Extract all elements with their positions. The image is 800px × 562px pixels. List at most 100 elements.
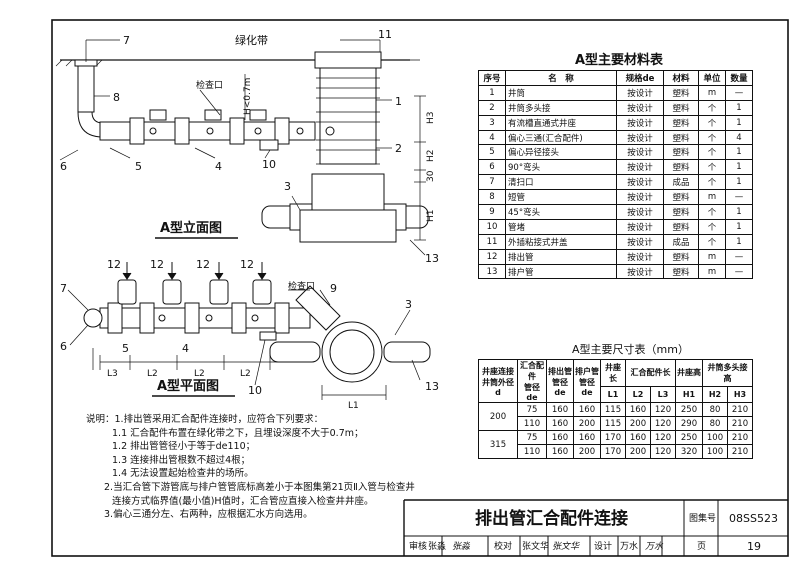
atlas-number: 08SS523 bbox=[729, 512, 778, 525]
dim-l1: L1 bbox=[348, 401, 359, 411]
materials-cell: 1 bbox=[725, 99, 753, 116]
materials-cell: 个 bbox=[698, 174, 726, 191]
dim-col-multi-h: 井筒多头接高 bbox=[702, 359, 753, 387]
dimensions-cell: 160 bbox=[625, 402, 651, 417]
dimensions-cell: 110 bbox=[517, 416, 547, 431]
materials-cell: 45°弯头 bbox=[505, 204, 617, 220]
dimensions-cell: 200 bbox=[573, 444, 601, 459]
notes-block: 说明：1.排出管采用汇合配件连接时，应符合下列要求： 1.1 汇合配件布置在绿化… bbox=[86, 413, 415, 522]
note-line: 说明：1.排出管采用汇合配件连接时，应符合下列要求： bbox=[86, 414, 324, 425]
checker-signature: 张文华 bbox=[552, 541, 580, 552]
dim-30: 30 bbox=[426, 170, 436, 182]
plan-caption: A型平面图 bbox=[157, 378, 219, 394]
materials-cell: 1 bbox=[725, 174, 753, 191]
elevation-caption: A型立面图 bbox=[160, 220, 222, 236]
materials-cell: 4 bbox=[725, 129, 753, 146]
callout-12c: 12 bbox=[196, 258, 210, 271]
dimensions-cell: 120 bbox=[650, 430, 676, 445]
materials-cell: 2 bbox=[478, 99, 506, 116]
materials-cell: 塑料 bbox=[663, 99, 699, 116]
note-line: 1.2 排出管管径小于等于de110； bbox=[112, 441, 256, 453]
callout-2: 2 bbox=[395, 142, 402, 155]
materials-cell: 6 bbox=[478, 159, 506, 176]
materials-cell: 塑料 bbox=[663, 144, 699, 161]
dim-h1: H1 bbox=[426, 210, 436, 223]
materials-cell: 1 bbox=[725, 114, 753, 131]
materials-cell: 按设计 bbox=[616, 144, 664, 161]
materials-cell: 塑料 bbox=[663, 218, 699, 235]
dim-sub-l3: L3 bbox=[650, 385, 676, 404]
dimensions-cell: 110 bbox=[517, 444, 547, 459]
note-line: 2.当汇合管下游管底与排户管管底标高差小于本图集第21页Ⅱ入管与检查井 bbox=[104, 481, 415, 493]
materials-cell: 外插粘接式井盖 bbox=[505, 233, 617, 250]
dimensions-cell: 100 bbox=[702, 430, 728, 445]
dimensions-cell: 210 bbox=[727, 402, 753, 417]
dimensions-cell: 160 bbox=[573, 430, 601, 445]
materials-cell: 个 bbox=[698, 129, 726, 146]
dimensions-cell: 160 bbox=[546, 402, 574, 417]
dimensions-cell: 290 bbox=[675, 416, 703, 431]
materials-cell: 塑料 bbox=[663, 248, 699, 265]
materials-cell: 清扫口 bbox=[505, 174, 617, 191]
materials-cell: 按设计 bbox=[616, 174, 664, 191]
materials-cell: 个 bbox=[698, 144, 726, 161]
dim-col-fitting: 汇合配件管径de bbox=[517, 359, 547, 403]
materials-cell: 1 bbox=[725, 233, 753, 250]
dimensions-header-row-1: 井座连接井筒外径d 汇合配件管径de 排出管管径de 排户管管径de 井座长 汇… bbox=[478, 359, 753, 403]
materials-cell: 塑料 bbox=[663, 204, 699, 220]
dimensions-cell: 210 bbox=[727, 444, 753, 459]
callout-13: 13 bbox=[425, 252, 439, 265]
dim-l2-c: L2 bbox=[240, 369, 251, 379]
materials-col-spec: 规格de bbox=[616, 70, 664, 86]
dimensions-cell: 200 bbox=[478, 402, 518, 431]
dimensions-cell: 315 bbox=[478, 430, 518, 459]
dim-l2-b: L2 bbox=[194, 369, 205, 379]
materials-cell: 按设计 bbox=[616, 233, 664, 250]
dimensions-cell: 210 bbox=[727, 430, 753, 445]
materials-cell: 个 bbox=[698, 114, 726, 131]
frame-border bbox=[51, 19, 789, 557]
inspection-port-plan-label: 检查口 bbox=[288, 280, 315, 292]
materials-cell: 4 bbox=[478, 129, 506, 146]
dimensions-cell: 75 bbox=[517, 430, 547, 445]
note-line: 1.3 连接排出管根数不超过4根； bbox=[112, 454, 251, 466]
materials-col-unit: 单位 bbox=[698, 70, 726, 86]
materials-cell: 1 bbox=[725, 144, 753, 161]
materials-cell: 按设计 bbox=[616, 248, 664, 265]
dim-col-seat-len: 井座长 bbox=[600, 359, 626, 387]
drawing-title: 排出管汇合配件连接 bbox=[475, 508, 628, 529]
reviewer-name: 张淼 bbox=[428, 540, 446, 552]
materials-cell: 13 bbox=[478, 263, 506, 280]
dimensions-cell: 75 bbox=[517, 402, 547, 417]
materials-cell: 塑料 bbox=[663, 263, 699, 280]
materials-cell: 90°弯头 bbox=[505, 159, 617, 176]
materials-cell: 1 bbox=[725, 218, 753, 235]
dimensions-cell: 115 bbox=[600, 416, 626, 431]
materials-cell: 3 bbox=[478, 114, 506, 131]
materials-cell: 按设计 bbox=[616, 129, 664, 146]
note-line: 1.1 汇合配件布置在绿化带之下，且埋设深度不大于0.7m； bbox=[112, 427, 364, 439]
materials-cell: 塑料 bbox=[663, 189, 699, 206]
callout-4: 4 bbox=[215, 160, 222, 173]
materials-cell: 1 bbox=[725, 204, 753, 220]
materials-cell: 偏心异径接头 bbox=[505, 144, 617, 161]
dimensions-cell: 100 bbox=[702, 444, 728, 459]
note-line: 3.偏心三通分左、右两种，应根据汇水方向选用。 bbox=[104, 509, 313, 521]
materials-cell: 塑料 bbox=[663, 114, 699, 131]
callout-10: 10 bbox=[262, 158, 276, 171]
materials-cell: 12 bbox=[478, 248, 506, 265]
dim-sub-h2: H2 bbox=[702, 385, 728, 404]
dim-col-seat-h: 井座高 bbox=[675, 359, 703, 387]
dim-h2: H2 bbox=[426, 150, 436, 163]
